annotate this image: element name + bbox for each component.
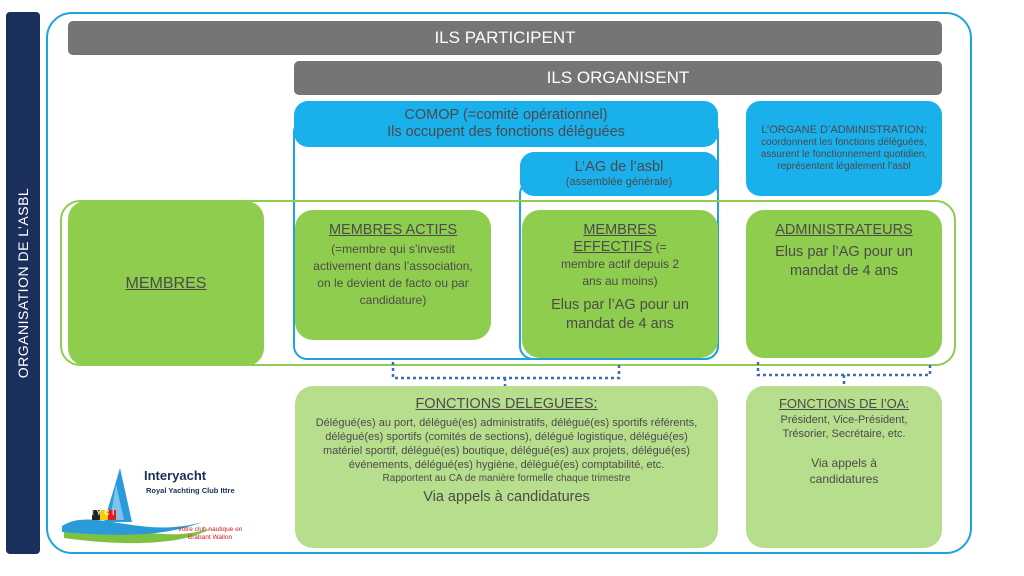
- fonctions-oa-desc: Président, Vice-Président, Trésorier, Se…: [780, 414, 908, 440]
- club-logo: Interyacht Royal Yachting Club Ittre RYC…: [62, 462, 272, 548]
- logo-name: Interyacht: [144, 468, 207, 483]
- sidebar-banner: ORGANISATION DE L’ASBL: [6, 12, 40, 554]
- membres-actifs-desc: (=membre qui s’investit activement dans …: [313, 242, 473, 307]
- ag-subtitle: (assemblée générale): [565, 176, 673, 188]
- wave-sail-icon: [62, 468, 212, 544]
- comop-box: COMOP (=comité opérationnel) Ils occupen…: [294, 101, 718, 147]
- membres-box: MEMBRES: [68, 201, 264, 366]
- fonctions-deleguees-note: Rapportent au CA de manière formelle cha…: [382, 473, 631, 484]
- administrateurs-title: ADMINISTRATEURS: [775, 222, 913, 238]
- membres-effectifs-title: MEMBRES EFFECTIFS: [573, 222, 657, 255]
- membres-effectifs-desc2: Elus par l’AG pour un mandat de 4 ans: [551, 297, 689, 332]
- organe-title: L’ORGANE D’ADMINISTRATION:: [761, 124, 927, 136]
- ag-box: L’AG de l’asbl (assemblée générale): [520, 152, 718, 196]
- fonctions-deleguees-title: FONCTIONS DELEGUEES:: [415, 396, 598, 412]
- membres-label: MEMBRES: [125, 274, 207, 292]
- membres-actifs-title: MEMBRES ACTIFS: [328, 222, 458, 238]
- fonctions-deleguees-desc: Délégué(es) au port, délégué(es) adminis…: [315, 417, 698, 471]
- administrateurs-box: ADMINISTRATEURS Elus par l’AG pour un ma…: [746, 210, 942, 358]
- comop-title: COMOP (=comité opérationnel): [404, 107, 608, 123]
- membres-effectifs-box: MEMBRES EFFECTIFS (= membre actif depuis…: [522, 210, 718, 358]
- bar-ils-organisent: ILS ORGANISENT: [294, 61, 942, 95]
- membres-actifs-box: MEMBRES ACTIFS (=membre qui s’investit a…: [295, 210, 491, 340]
- ag-title: L’AG de l’asbl: [574, 159, 664, 175]
- logo-letters: RYCI: [88, 510, 118, 517]
- membres-effectifs-desc1: (= membre actif depuis 2 ans au moins): [560, 240, 680, 288]
- fonctions-deleguees-box: FONCTIONS DELEGUEES: Délégué(es) au port…: [295, 386, 718, 548]
- fonctions-deleguees-via: Via appels à candidatures: [423, 489, 590, 505]
- organe-box: L’ORGANE D’ADMINISTRATION: coordonnent l…: [746, 101, 942, 196]
- administrateurs-desc: Elus par l’AG pour un mandat de 4 ans: [775, 244, 913, 279]
- comop-subtitle: Ils occupent des fonctions déléguées: [387, 124, 625, 140]
- logo-tagline-1: Votre club nautique en: [177, 526, 243, 533]
- organe-desc: coordonnent les fonctions déléguées, ass…: [760, 137, 928, 172]
- bar-ils-participent-label: ILS PARTICIPENT: [434, 28, 576, 47]
- fonctions-oa-box: FONCTIONS DE l’OA: Président, Vice-Prési…: [746, 386, 942, 548]
- sidebar-label: ORGANISATION DE L’ASBL: [15, 187, 31, 379]
- bar-ils-organisent-label: ILS ORGANISENT: [546, 68, 690, 87]
- fonctions-oa-via: Via appels à candidatures: [809, 456, 879, 486]
- logo-club: Royal Yachting Club Ittre: [146, 486, 235, 495]
- outer-frame: [46, 12, 972, 554]
- bar-ils-participent: ILS PARTICIPENT: [68, 21, 942, 55]
- fonctions-oa-title: FONCTIONS DE l’OA:: [778, 396, 909, 411]
- logo-tagline-2: Brabant Wallon: [187, 534, 233, 541]
